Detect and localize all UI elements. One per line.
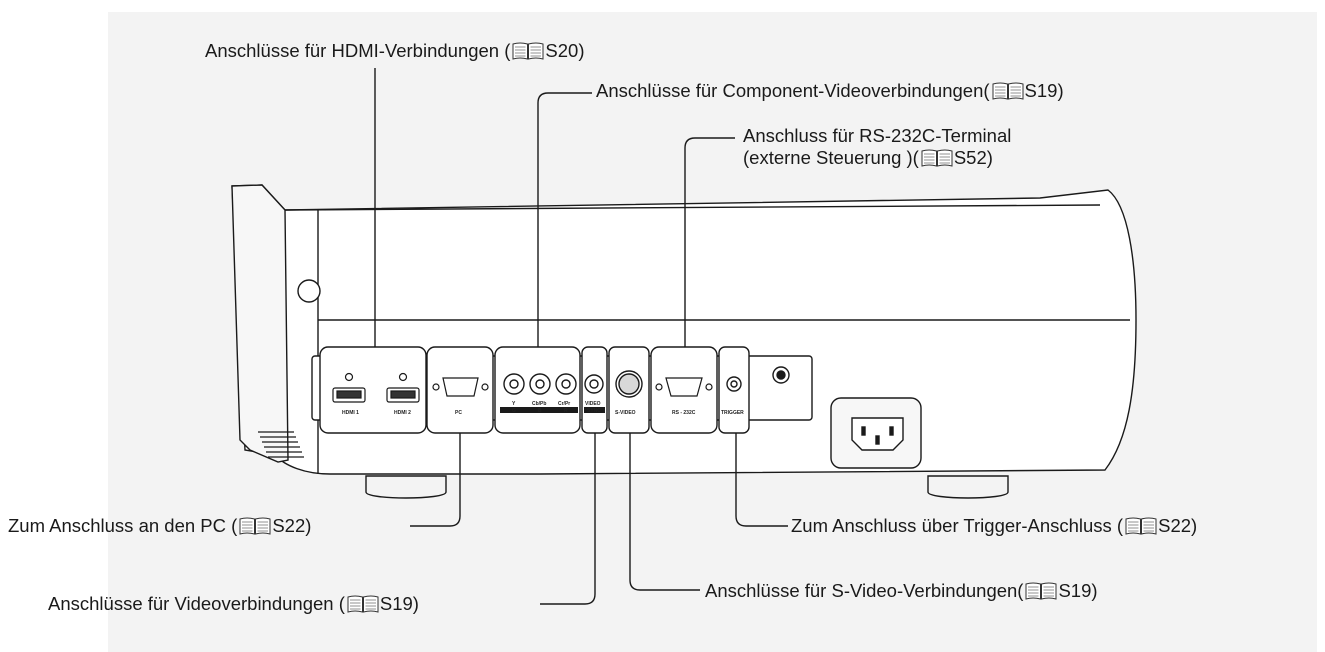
- component-ports: [503, 373, 577, 395]
- port-label-trigger: TRIGGER: [721, 410, 744, 416]
- callout-svideo-ref: S19): [1058, 580, 1098, 601]
- leader-trigger: [735, 433, 788, 527]
- port-label-cr: Cr/Pr: [558, 401, 570, 407]
- component-label-bar: [500, 407, 578, 413]
- port-label-b: B: [538, 408, 542, 414]
- lock-knob: [772, 366, 790, 384]
- hdmi-socket-inner: [336, 390, 362, 399]
- rca-jack-cr-inner: [561, 379, 571, 389]
- callout-rs232c-text: (externe Steuerung )(: [743, 147, 919, 168]
- feet: [365, 475, 1009, 499]
- port-label-svideo: S-VIDEO: [615, 410, 636, 416]
- leader-rs232c: [684, 137, 735, 347]
- callout-svideo: Anschlüsse für S-Video-Verbindungen( S19): [705, 580, 1098, 605]
- trigger-jack-inner: [730, 380, 738, 388]
- callout-video-ref: S19): [379, 593, 419, 614]
- callout-pc-ref: S22): [272, 515, 312, 536]
- housing-line-top: [284, 204, 1101, 211]
- callout-rs232c-line2: (externe Steuerung )( S52): [743, 147, 1011, 172]
- callout-trigger-ref: S22): [1158, 515, 1198, 536]
- power-socket: [851, 417, 904, 451]
- port-label-sync: SYNC: [587, 408, 601, 414]
- callout-hdmi-ref: S20): [545, 40, 585, 61]
- callout-component-text: Anschlüsse für Component-Videoverbindung…: [596, 80, 990, 101]
- leader-lines: [374, 68, 788, 605]
- vga-socket: [442, 377, 479, 397]
- callout-rs232c-ref: S52): [953, 147, 993, 168]
- screw: [344, 372, 354, 382]
- pc-port: [432, 377, 489, 397]
- power-pin-ground: [875, 435, 880, 445]
- manual-book-icon: [992, 82, 1024, 105]
- screw: [655, 383, 663, 391]
- power-pin-left: [861, 426, 866, 436]
- port-label-y: Y: [512, 401, 516, 407]
- svideo-socket-inner: [618, 373, 640, 395]
- hdmi-2-port: [386, 372, 420, 403]
- video-label-bar: [584, 407, 605, 413]
- callout-hdmi-text: Anschlüsse für HDMI-Verbindungen (: [205, 40, 511, 61]
- callout-pc: Zum Anschluss an den PC ( S22): [8, 515, 311, 540]
- port-label-cb: Cb/Pb: [532, 401, 546, 407]
- hdmi-socket-inner: [390, 390, 416, 399]
- callout-video: Anschlüsse für Videoverbindungen ( S19): [48, 593, 419, 618]
- db9-socket: [665, 377, 703, 397]
- projector-front-face: [231, 184, 289, 463]
- rs232c-port: [655, 377, 713, 397]
- port-label-hdmi2: HDMI 2: [394, 410, 411, 416]
- video-port: [584, 374, 604, 394]
- leader-component: [537, 92, 592, 347]
- callout-trigger: Zum Anschluss über Trigger-Anschluss ( S2…: [791, 515, 1197, 540]
- port-label-rs232c: RS - 232C: [672, 410, 696, 416]
- callout-rs232c-line1: Anschluss für RS-232C-Terminal: [743, 125, 1012, 146]
- hdmi-group-box: [319, 346, 427, 434]
- manual-book-icon: [512, 42, 544, 65]
- hdmi-1-port: [332, 372, 366, 403]
- trigger-port: [726, 376, 742, 392]
- vent-grille: [258, 431, 304, 458]
- rca-jack-cb-inner: [535, 379, 545, 389]
- lock-knob-inner: [776, 370, 786, 380]
- screw-hole: [297, 279, 321, 303]
- callout-trigger-text: Zum Anschluss über Trigger-Anschluss (: [791, 515, 1124, 536]
- screw: [398, 372, 408, 382]
- leader-pc: [410, 433, 461, 527]
- callout-hdmi: Anschlüsse für HDMI-Verbindungen ( S20): [205, 40, 584, 65]
- screw: [432, 383, 440, 391]
- manual-book-icon: [1125, 517, 1157, 540]
- manual-book-icon: [921, 149, 953, 172]
- callout-rs232c: Anschluss für RS-232C-Terminal (externe …: [743, 125, 1011, 172]
- rca-jack-video-inner: [589, 379, 599, 389]
- power-inlet: [830, 397, 922, 469]
- svideo-port: [615, 370, 643, 398]
- port-label-video: VIDEO: [585, 401, 601, 407]
- callout-video-text: Anschlüsse für Videoverbindungen (: [48, 593, 345, 614]
- rca-jack-y-inner: [509, 379, 519, 389]
- port-label-g: G: [512, 408, 516, 414]
- foot-right: [927, 475, 1009, 499]
- callout-pc-text: Zum Anschluss an den PC (: [8, 515, 238, 536]
- manual-book-icon: [239, 517, 271, 540]
- callout-svideo-text: Anschlüsse für S-Video-Verbindungen(: [705, 580, 1024, 601]
- port-label-pc: PC: [455, 410, 462, 416]
- screw: [705, 383, 713, 391]
- manual-book-icon: [347, 595, 379, 618]
- port-label-r: R: [564, 408, 568, 414]
- port-label-hdmi1: HDMI 1: [342, 410, 359, 416]
- leader-svideo: [629, 433, 700, 591]
- leader-video: [540, 433, 596, 605]
- power-pin-right: [889, 426, 894, 436]
- callout-component-ref: S19): [1024, 80, 1064, 101]
- foot-left: [365, 475, 447, 499]
- screw: [481, 383, 489, 391]
- manual-book-icon: [1025, 582, 1057, 605]
- callout-component: Anschlüsse für Component-Videoverbindung…: [596, 80, 1064, 105]
